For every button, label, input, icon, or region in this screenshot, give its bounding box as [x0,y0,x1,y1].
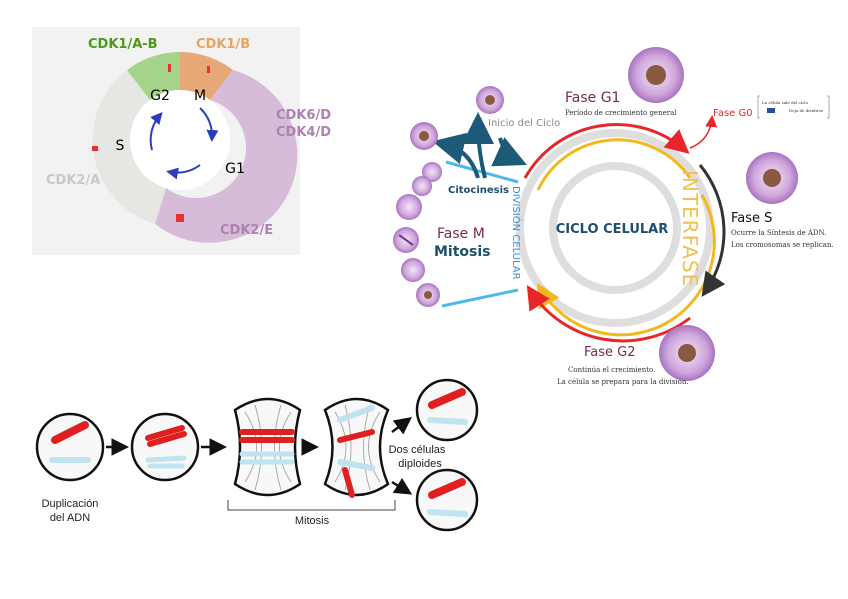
cell-2 [130,412,200,482]
g2-arrow [526,284,691,343]
cdk-cycle-diagram: G2 M S G1 CDK1/A-B CDK1/B CDK6/D CDK4/D … [32,27,331,255]
checkpoint-marker [207,66,210,73]
division-line [441,288,519,308]
inicio-arrow [491,137,527,167]
chromosomes [49,388,468,517]
mitosis-label: Mitosis [295,515,330,527]
segment-m [180,52,233,100]
g0-box-line1: La célula sale del ciclo [762,100,809,105]
g0-box-image [767,108,775,113]
citocinesis-arrow [462,112,495,179]
duplicacion-label-2: del ADN [50,512,90,524]
cdk4-d-label: CDK4/D [276,125,331,140]
center-title: CICLO CELULAR [556,222,668,237]
mitosis-bracket [227,500,396,511]
citocinesis-label: Citocinesis [448,185,509,196]
s-description-2: Los cromosomas se replican. [731,241,834,249]
phase-s-label: S [116,138,125,154]
mitosis-label: Mitosis [434,244,491,260]
s-arrow [698,164,726,297]
cycle-arrow-icon [199,107,219,142]
g0-title: Fase G0 [713,108,753,119]
cycle-arrow-icon [149,111,163,151]
g2-description-2: La célula se prepara para la división. [557,378,689,386]
checkpoint-marker [176,214,184,222]
phase-g2-label: G2 [150,88,170,104]
g1-arrow [523,123,690,179]
cell-images [393,47,798,381]
cdk6-d-label: CDK6/D [276,108,331,123]
daughter-cell-2 [415,468,479,532]
segment-s [92,70,166,224]
phase-g1-label: G1 [225,161,245,177]
cdk2-a-label: CDK2/A [46,173,100,188]
interfase-arc-arrow [537,194,716,337]
cell-cycle-diagram: CICLO CELULAR INTERFASE DIVISIÓN CELULAR… [393,47,834,386]
interfase-arc [536,138,692,191]
cdk2-e-label: CDK2/E [220,223,273,238]
duplicacion-label-1: Duplicación [42,498,99,510]
g2-title: Fase G2 [584,345,636,360]
g2-description-1: Continúa el crecimiento. [568,366,655,374]
g0-info-box: La célula sale del ciclo Deja de dividir… [757,95,830,119]
dos-celulas-label-2: diploides [398,458,442,470]
cycle-arrow-icon [166,164,201,180]
division-label: DIVISIÓN CELULAR [510,186,523,280]
fase-m-label: Fase M [437,226,485,242]
outer-ring [516,129,714,327]
checkpoint-marker [168,64,171,72]
g0-arrow [689,115,718,149]
citocinesis-arrow [432,132,480,179]
flow-arrows [106,417,413,495]
g0-box-line2: Deja de dividirse [789,108,824,113]
daughter-cell-1 [415,378,479,442]
segment-g2 [127,52,180,100]
inner-ring [549,162,681,294]
checkpoint-marker [92,146,98,151]
cell-1 [35,412,105,482]
g1-description: Período de crecimiento general [565,109,677,117]
cdk1-b-label: CDK1/B [196,37,250,52]
cdk1-ab-label: CDK1/A-B [88,37,158,52]
s-description-1: Ocurre la Síntesis de ADN. [731,229,826,237]
dos-celulas-label-1: Dos células [389,444,446,456]
inicio-label: Inicio del Ciclo [488,118,560,129]
g1-title: Fase G1 [565,90,620,106]
mitosis-diagram: Duplicación del ADN Mitosis Dos células … [35,378,479,532]
phase-m-label: M [194,88,206,104]
interfase-label: INTERFASE [678,170,702,287]
segment-g1 [155,70,298,243]
s-title: Fase S [731,211,772,226]
